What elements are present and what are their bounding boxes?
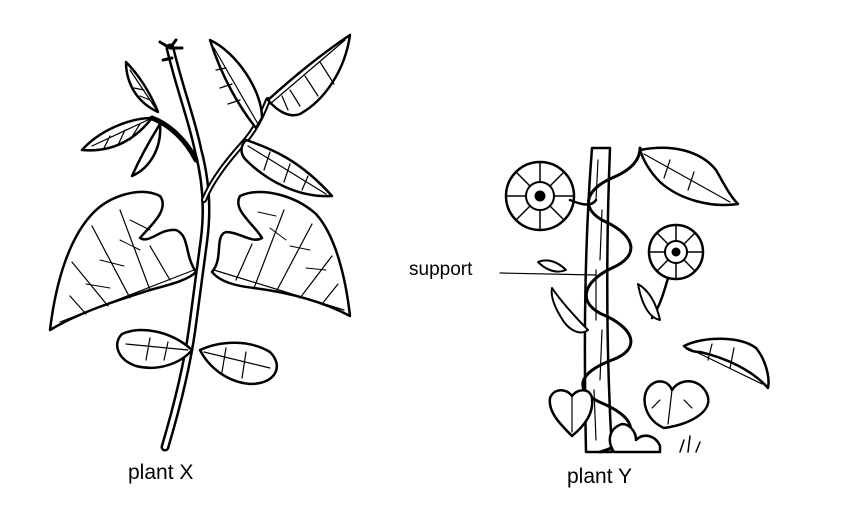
plant-y-bud-2 — [637, 283, 661, 321]
plant-y-drawing — [499, 146, 770, 454]
plant-y-leaf-top-right — [638, 146, 740, 207]
plant-x-leaf-large-right — [210, 190, 352, 318]
plant-x-bud — [158, 38, 184, 62]
support-leader-line — [499, 272, 597, 276]
plant-y-support-stick — [583, 146, 614, 454]
plant-y-grass — [679, 435, 701, 453]
plant-x-cotyledon-left — [116, 328, 194, 370]
plant-y-leaf-heart-right — [643, 380, 710, 430]
plant-x-leaf-upper-left-3 — [130, 122, 162, 178]
plant-y-twining-stem — [581, 146, 642, 454]
plant-y-bud-3 — [537, 259, 567, 273]
plant-y-bud-1 — [550, 287, 589, 334]
plant-x-leaf-upper-right-2 — [208, 38, 264, 130]
plant-y-leaf-bottom — [608, 422, 662, 454]
plant-x-cotyledon-right — [198, 341, 279, 386]
support-label: support — [409, 259, 473, 280]
caption-plant-x: plant X — [128, 461, 194, 484]
plant-x-leaf-upper-right-1 — [266, 33, 352, 117]
plant-x-leaf-upper-right-3 — [240, 138, 334, 198]
plant-x-leaf-large-left — [48, 190, 198, 332]
plant-x-stem-inner — [163, 46, 208, 449]
plant-x-drawing — [48, 33, 352, 452]
plant-y-flower-right — [647, 223, 705, 320]
caption-plant-y: plant Y — [567, 465, 632, 488]
plant-x-branch-left — [149, 115, 199, 163]
plant-y-flower-left — [504, 160, 598, 232]
